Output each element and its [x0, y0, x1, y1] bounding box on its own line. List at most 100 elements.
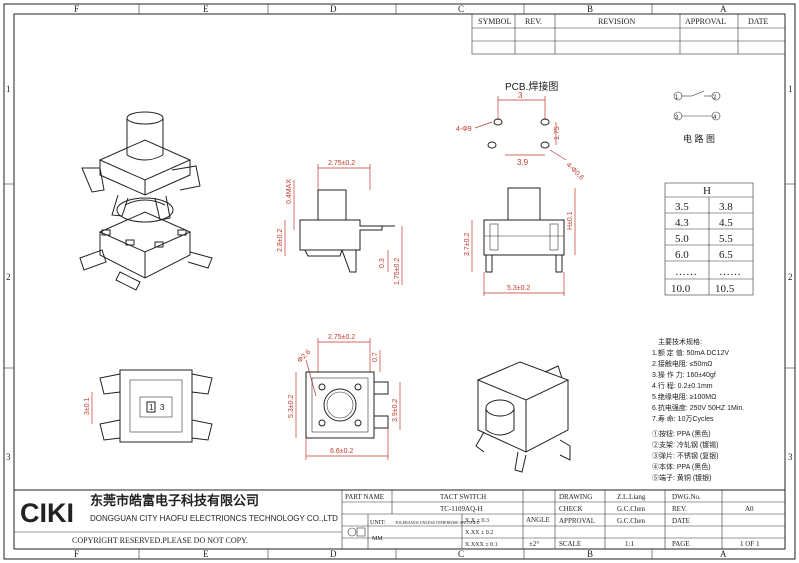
spec-line: 3.操 作 力: 160±40gf — [652, 370, 716, 379]
front-dim-bottom: 5.3±0.2 — [507, 285, 530, 292]
pcb-dim-left: 4-Φ9 — [456, 126, 472, 133]
pcb-dim-hole: 4-Φ0.6 — [565, 161, 585, 181]
material-line: ①按钮: PPA (黑色) — [652, 429, 711, 438]
h-cell: 4.5 — [719, 217, 733, 229]
h-cell: 10.0 — [671, 283, 691, 295]
zone-top-5: B — [587, 4, 593, 14]
circuit-pin-1: 1 — [675, 95, 679, 101]
zone-left-3: 3 — [6, 452, 11, 462]
bottom-view: 1 3 3±0.1 — [84, 369, 213, 443]
dwg-label: DWG.No. — [672, 493, 701, 501]
zone-left-2: 2 — [6, 272, 11, 282]
top-view: 2.75±0.2 Φ2.6 0.7 5.3±0.2 3.9±0.2 6.6±0.… — [288, 334, 401, 460]
zone-right-2: 2 — [788, 272, 793, 282]
material-line: ④本体: PPA (黑色) — [652, 462, 711, 471]
top-dim-circle: Φ2.6 — [296, 349, 312, 365]
drawing-value: Z.L.Liang — [617, 493, 646, 501]
zone-bot-5: B — [587, 549, 593, 559]
check-value: G.C.Chen — [617, 505, 646, 513]
h-cell: 3.8 — [719, 201, 733, 213]
side-dim-b: 1.75±0.2 — [394, 258, 401, 285]
specs-title: 主要技术规格: — [658, 337, 702, 346]
angle-value: ±2° — [529, 540, 539, 548]
front-dim-right: H±0.1 — [567, 211, 574, 230]
front-dim-left: 3.7±0.2 — [464, 233, 471, 256]
scale-value: 1:1 — [625, 540, 634, 548]
iso-view-bottom — [79, 211, 213, 291]
scale-label: SCALE — [559, 540, 581, 548]
zone-top-3: D — [330, 4, 337, 14]
pcb-dim-bottom: 3.9 — [517, 158, 529, 167]
spec-line: 1.额 定 值: 50mA DC12V — [652, 348, 729, 357]
rev-header-revision: REVISION — [598, 17, 636, 26]
page-label: PAGE — [672, 540, 690, 548]
h-table-header: H — [703, 185, 711, 197]
zone-top-2: E — [203, 4, 209, 14]
top-dim-right-top: 0.7 — [372, 352, 379, 362]
bottom-dim-left: 3±0.1 — [84, 397, 91, 415]
circuit-pin-4: 4 — [713, 115, 717, 121]
inner-border — [13, 13, 786, 550]
h-cell: 3.5 — [675, 201, 689, 213]
tolerance-3: X.XXX ± 0.1 — [465, 542, 498, 548]
part-number: TC-1109AQ-H — [440, 505, 483, 513]
top-dim-bottom: 6.6±0.2 — [330, 448, 353, 455]
h-cell: 10.5 — [715, 283, 735, 295]
zone-labels: F E D C B A F E D C B A 1 2 3 1 2 3 — [6, 4, 793, 559]
revision-table: SYMBOL REV. REVISION APPROVAL DATE — [471, 13, 786, 55]
side-view: 2.75±0.2 0.4MAX 2.8±0.2 0.3 1.75±0.2 — [277, 160, 403, 285]
rev-header-approval: APPROVAL — [685, 17, 726, 26]
page-value: 1 OF 1 — [740, 540, 760, 548]
zone-right-3: 3 — [788, 452, 793, 462]
top-dim-top: 2.75±0.2 — [328, 334, 355, 341]
h-cell: 4.3 — [675, 217, 689, 229]
tolerance-2: X.XX ± 0.2 — [465, 530, 493, 536]
tolerance-label: TOLERANCE UNLESS OTHERWISE SPECIFIED — [395, 520, 480, 525]
zone-bot-1: F — [74, 549, 79, 559]
zone-bot-3: D — [330, 549, 337, 559]
part-name-label: PART NAME — [345, 493, 384, 501]
spec-line: 6.抗电强度: 250V 50HZ 1Min. — [652, 403, 744, 412]
zone-ticks — [4, 4, 795, 559]
tolerance-1: X.X ± 0.3 — [465, 518, 489, 524]
material-line: ②支架: 冷轧钢 (镀锡) — [652, 440, 719, 449]
side-dim-a: 0.3 — [379, 258, 386, 268]
h-cell: 5.0 — [675, 233, 689, 245]
top-dim-left: 5.3±0.2 — [288, 395, 295, 418]
projection-icon — [347, 527, 357, 537]
side-dim-top: 2.75±0.2 — [328, 160, 355, 167]
part-name: TACT SWITCH — [440, 493, 486, 501]
outer-border — [3, 3, 796, 560]
title-block: CIKI 东莞市皓富电子科技有限公司 DONGGUAN CITY HAOFU E… — [14, 489, 785, 549]
spec-line: 4.行 程: 0.2±0.1mm — [652, 381, 713, 390]
bottom-pin-label-2: 3 — [160, 403, 165, 412]
circuit-pin-3: 3 — [675, 115, 679, 121]
material-line: ⑤端子: 黄铜 (镀银) — [652, 473, 712, 482]
company-name-en: DONGGUAN CITY HAOFU ELECTRIONCS TECHNOLO… — [90, 514, 338, 523]
h-value-table: H 3.5 3.8 4.3 4.5 5.0 5.5 6.0 6.5 …… …… … — [664, 182, 754, 296]
circuit-label: 电 路 图 — [683, 133, 715, 144]
zone-top-4: C — [458, 4, 464, 14]
zone-bot-2: E — [203, 549, 209, 559]
pcb-dim-top: 3 — [518, 91, 523, 100]
zone-bot-4: C — [458, 549, 464, 559]
material-line: ③弹片: 不锈钢 (复银) — [652, 451, 719, 460]
side-dim-height: 2.8±0.2 — [277, 229, 284, 252]
zone-left-1: 1 — [6, 84, 11, 94]
h-cell: 6.0 — [675, 249, 689, 261]
h-cell: …… — [675, 266, 697, 278]
pcb-title: PCB.焊接图 — [505, 80, 558, 93]
iso-view-right — [475, 361, 571, 473]
company-name-cn: 东莞市皓富电子科技有限公司 — [90, 493, 259, 508]
h-cell: 6.5 — [719, 249, 733, 261]
projection-box-icon — [356, 527, 366, 537]
copyright: COPYRIGHT RESERVED.PLEASE DO NOT COPY. — [72, 536, 248, 545]
h-cell: 5.5 — [719, 233, 733, 245]
h-cell: …… — [719, 266, 741, 278]
front-view: 3.7±0.2 H±0.1 5.3±0.2 — [464, 187, 576, 296]
circuit-pin-2: 2 — [713, 95, 717, 101]
spec-line: 7.寿 命: 10万Cycles — [652, 414, 714, 423]
drawing-label: DRAWING — [559, 493, 592, 501]
circuit-diagram: 1 2 3 4 电 路 图 — [673, 90, 721, 144]
